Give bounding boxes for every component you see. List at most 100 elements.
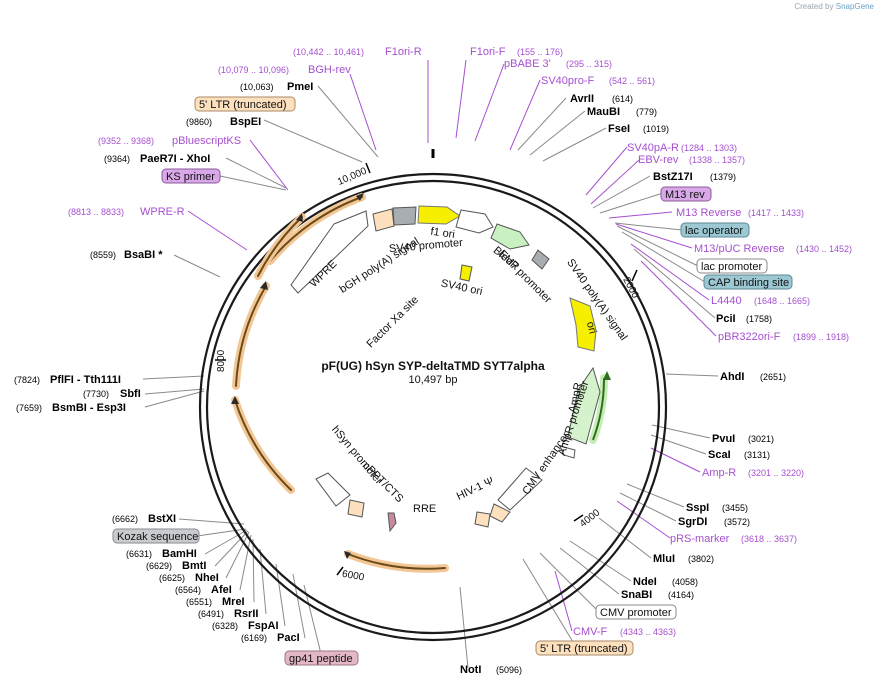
primer-sv40pa-r[interactable]: SV40pA-R bbox=[627, 142, 679, 154]
label-hsyn: hSyn promoter bbox=[329, 424, 385, 487]
enzyme-fsei[interactable]: FseI bbox=[608, 123, 630, 135]
cmv-promoter-box bbox=[595, 604, 677, 620]
feature-hsyn-arrow bbox=[315, 472, 351, 507]
cap-binding-box bbox=[703, 274, 793, 290]
ltr-bottom-label[interactable]: 5' LTR (truncated) bbox=[540, 643, 627, 655]
primer-pbabe-3[interactable]: pBABE 3' bbox=[504, 58, 551, 70]
primer-coord: (542 .. 561) bbox=[609, 76, 655, 86]
primer-f1ori-f[interactable]: F1ori-F bbox=[470, 46, 506, 58]
enzymes-right: AvrII (614) MauBI (779) FseI (1019) BstZ… bbox=[460, 93, 786, 676]
feature-ampr-promoter-box bbox=[559, 445, 576, 459]
primer-m13-puc-reverse[interactable]: M13/pUC Reverse bbox=[694, 243, 784, 255]
plasmid-name: pF(UG) hSyn SYP-deltaTMD SYT7alpha bbox=[321, 359, 545, 373]
enzyme-maubi[interactable]: MauBI bbox=[587, 106, 620, 118]
enzyme-coord: (6662) bbox=[112, 514, 138, 524]
feature-ampr-arrow bbox=[567, 366, 601, 445]
primer-coord: (3201 .. 3220) bbox=[748, 468, 804, 478]
primer-coord: (1284 .. 1303) bbox=[681, 143, 737, 153]
enzyme-coord: (6169) bbox=[241, 633, 267, 643]
enzyme-noti[interactable]: NotI bbox=[460, 664, 481, 676]
label-f1-ori: f1 ori bbox=[430, 226, 456, 241]
primer-l4440[interactable]: L4440 bbox=[711, 295, 742, 307]
enzyme-sbfi[interactable]: SbfI bbox=[120, 388, 141, 400]
lac-operator-label[interactable]: lac operator bbox=[685, 225, 743, 237]
primer-pbluescriptks[interactable]: pBluescriptKS bbox=[172, 135, 241, 147]
enzyme-coord: (1379) bbox=[710, 172, 736, 182]
enzyme-bsabi[interactable]: BsaBI * bbox=[124, 249, 163, 261]
enzyme-afei[interactable]: AfeI bbox=[211, 584, 232, 596]
enzyme-coord: (1019) bbox=[643, 124, 669, 134]
primer-amp-r[interactable]: Amp-R bbox=[702, 467, 736, 479]
m13-rev-label[interactable]: M13 rev bbox=[665, 189, 705, 201]
enzyme-rsrii[interactable]: RsrII bbox=[234, 608, 258, 620]
ks-primer-label[interactable]: KS primer bbox=[166, 171, 215, 183]
enzyme-mlui[interactable]: MluI bbox=[653, 553, 675, 565]
plasmid-length: 10,497 bp bbox=[409, 374, 458, 386]
primer-sv40pro-f[interactable]: SV40pro-F bbox=[541, 75, 594, 87]
enzyme-sgrdi[interactable]: SgrDI bbox=[678, 516, 707, 528]
enzyme-bamhi[interactable]: BamHI bbox=[162, 548, 197, 560]
enzyme-coord: (6551) bbox=[186, 597, 212, 607]
tick-6000-mark bbox=[336, 566, 344, 576]
ltr-top-label[interactable]: 5' LTR (truncated) bbox=[199, 99, 286, 111]
enzyme-pflfi-tth111i[interactable]: PflFI - Tth111I bbox=[50, 374, 121, 386]
label-rre: RRE bbox=[413, 503, 436, 515]
label-hiv: HIV-1 Ψ bbox=[455, 475, 496, 503]
enzyme-coord: (6629) bbox=[146, 561, 172, 571]
feature-bgh-box bbox=[392, 206, 417, 226]
enzyme-avrii[interactable]: AvrII bbox=[570, 93, 594, 105]
enzyme-paer7i-xhoi[interactable]: PaeR7I - XhoI bbox=[140, 153, 210, 165]
backbone-inner-ring bbox=[205, 179, 661, 635]
enzyme-sspi[interactable]: SspI bbox=[686, 502, 709, 514]
gp41-label[interactable]: gp41 peptide bbox=[289, 653, 353, 665]
primer-coord: (1417 .. 1433) bbox=[748, 208, 804, 218]
primer-bgh-rev[interactable]: BGH-rev bbox=[308, 64, 351, 76]
enzyme-fspai[interactable]: FspAI bbox=[248, 620, 279, 632]
enzyme-bstz17i[interactable]: BstZ17I bbox=[653, 171, 693, 183]
primer-m13-reverse[interactable]: M13 Reverse bbox=[676, 207, 741, 219]
enzyme-ndei[interactable]: NdeI bbox=[633, 576, 657, 588]
label-factor-xa: Factor Xa site bbox=[364, 294, 420, 350]
label-cmv-enhancer: CMV enhancer bbox=[520, 430, 572, 497]
primer-pbr322ori-f[interactable]: pBR322ori-F bbox=[718, 331, 781, 343]
enzyme-coord: (7659) bbox=[16, 403, 42, 413]
enzyme-nhei[interactable]: NheI bbox=[195, 572, 219, 584]
primer-prs-marker[interactable]: pRS-marker bbox=[670, 533, 730, 545]
primer-wpre-r[interactable]: WPRE-R bbox=[140, 206, 185, 218]
enzyme-bstxi[interactable]: BstXI bbox=[148, 513, 176, 525]
kozak-label[interactable]: Kozak sequence bbox=[117, 531, 198, 543]
primer-f1ori-r[interactable]: F1ori-R bbox=[385, 46, 422, 58]
lac-promoter-label[interactable]: lac promoter bbox=[701, 261, 762, 273]
enzyme-pvui[interactable]: PvuI bbox=[712, 433, 735, 445]
enzyme-coord: (9364) bbox=[104, 154, 130, 164]
primer-cmv-f[interactable]: CMV-F bbox=[573, 626, 608, 638]
primer-coord: (295 .. 315) bbox=[566, 59, 612, 69]
feature-hiv-box bbox=[474, 511, 491, 528]
enzyme-paci[interactable]: PacI bbox=[277, 632, 300, 644]
ltr-bottom-box bbox=[535, 640, 634, 656]
enzyme-snabi[interactable]: SnaBI bbox=[621, 589, 652, 601]
enzyme-pmei[interactable]: PmeI bbox=[287, 81, 313, 93]
enzyme-coord: (3455) bbox=[722, 503, 748, 513]
label-sv40-ori: SV40 ori bbox=[440, 277, 484, 298]
cmv-promoter-label[interactable]: CMV promoter bbox=[600, 607, 672, 619]
feature-bleor-arrow bbox=[490, 223, 530, 250]
cap-binding-label[interactable]: CAP binding site bbox=[708, 277, 789, 289]
primer-ebv-rev[interactable]: EBV-rev bbox=[638, 154, 679, 166]
label-leaders bbox=[142, 85, 719, 669]
enzyme-ahdi[interactable]: AhdI bbox=[720, 371, 744, 383]
tick-label-4000: 4000 bbox=[578, 507, 603, 530]
enzyme-bmti[interactable]: BmtI bbox=[182, 560, 206, 572]
tick-label-8000: 8000 bbox=[216, 349, 227, 372]
tick-4000-mark bbox=[573, 514, 584, 522]
enzyme-bspei[interactable]: BspEI bbox=[230, 116, 261, 128]
enzyme-coord: (6625) bbox=[159, 573, 185, 583]
primer-coord: (10,079 .. 10,096) bbox=[218, 65, 289, 75]
enzyme-mrei[interactable]: MreI bbox=[222, 596, 245, 608]
enzyme-scai[interactable]: ScaI bbox=[708, 449, 731, 461]
ampr-orf-arrowhead bbox=[603, 371, 611, 380]
enzyme-pcii[interactable]: PciI bbox=[716, 313, 736, 325]
enzyme-bsmbi-esp3i[interactable]: BsmBI - Esp3I bbox=[52, 402, 126, 414]
feature-em7-box bbox=[531, 249, 550, 270]
label-ori: ori bbox=[584, 320, 599, 335]
